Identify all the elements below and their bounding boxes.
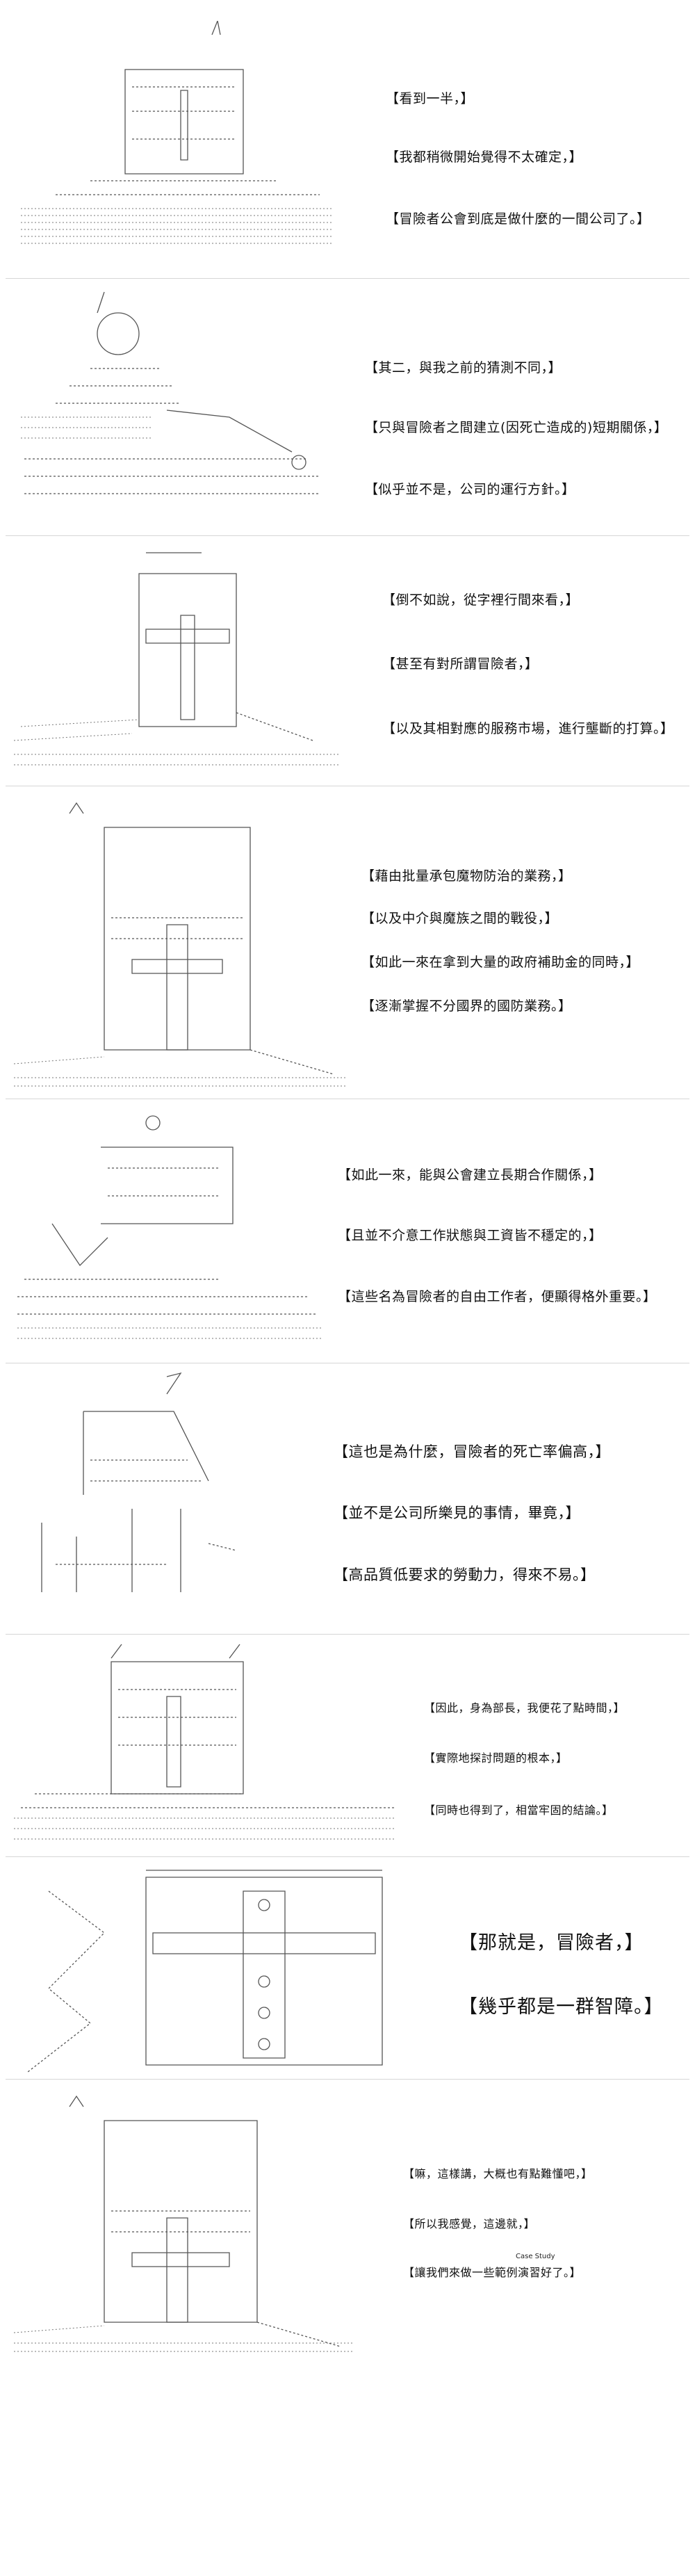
ascii-art-knight-helmet-final [7, 2093, 375, 2357]
dialogue-line: 【藉由批量承包魔物防治的業務，】 [361, 868, 572, 884]
panel-divider [6, 1856, 689, 1857]
dialogue-line: 【所以我感覺，這邊就，】 [403, 2217, 536, 2230]
dialogue-line: 【因此，身為部長，我便花了點時間，】 [424, 1701, 626, 1715]
dialogue-line: 【以及其相對應的服務市場，進行壟斷的打算。】 [382, 721, 674, 736]
panel-6: 【這也是為什麼，冒險者的死亡率偏高，】 【並不是公司所樂見的事情，畢竟，】 【高… [0, 1363, 695, 1634]
ascii-art-knight-bowing [14, 285, 341, 528]
dialogue-line: 【且並不介意工作狀態與工資皆不穩定的，】 [338, 1228, 603, 1243]
dialogue-line: 【幾乎都是一群智障。】 [459, 1996, 664, 2018]
panel-divider [6, 2079, 689, 2080]
panel-7: 【因此，身為部長，我便花了點時間，】 【實際地探討問題的根本，】 【同時也得到了… [0, 1634, 695, 1856]
panel-1: 【看到一半，】 【我都稍微開始覺得不太確定，】 【冒險者公會到底是做什麼的一間公… [0, 0, 695, 278]
ascii-art-knight-helmet-giant [21, 1863, 396, 2079]
ascii-art-knight-desk [7, 1641, 396, 1849]
panel-5: 【如此一來，能與公會建立長期合作關係，】 【且並不介意工作狀態與工資皆不穩定的，… [0, 1099, 695, 1363]
panel-8: 【那就是，冒險者，】 【幾乎都是一群智障。】 [0, 1856, 695, 2079]
dialogue-line: 【倒不如說，從字裡行間來看，】 [382, 592, 580, 608]
dialogue-line: 【同時也得到了，相當牢固的結論。】 [424, 1804, 614, 1817]
dialogue-line: 【這也是為什麼，冒險者的死亡率偏高，】 [334, 1443, 610, 1460]
ruby-annotation: Case Study [516, 2253, 555, 2260]
dialogue-line: 【如此一來，能與公會建立長期合作關係，】 [338, 1167, 603, 1183]
dialogue-line: 【讓我們來做一些範例演習好了。】 [403, 2266, 582, 2279]
dialogue-line: 【似乎並不是，公司的運行方針。】 [365, 482, 575, 497]
panel-3: 【倒不如說，從字裡行間來看，】 【甚至有對所謂冒險者，】 【以及其相對應的服務市… [0, 535, 695, 786]
dialogue-line: 【實際地探討問題的根本，】 [424, 1751, 568, 1765]
dialogue-line: 【以及中介與魔族之間的戰役，】 [361, 911, 559, 926]
ascii-art-knight-helmet [14, 21, 341, 250]
panel-2: 【其二，與我之前的猜測不同，】 【只與冒險者之間建立(因死亡造成的)短期關係，】… [0, 278, 695, 535]
ascii-art-knight-side [10, 1105, 337, 1356]
panel-divider [6, 278, 689, 279]
ascii-art-knight-front [7, 546, 341, 775]
panel-divider [6, 1634, 689, 1635]
dialogue-line: 【甚至有對所謂冒險者，】 [382, 656, 539, 672]
dialogue-line: 【冒險者公會到底是做什麼的一間公司了。】 [386, 211, 651, 227]
dialogue-line: 【那就是，冒險者，】 [459, 1932, 644, 1954]
dialogue-line: 【看到一半，】 [386, 91, 475, 106]
dialogue-line: 【如此一來在拿到大量的政府補助金的同時，】 [361, 955, 640, 970]
dialogue-line: 【逐漸掌握不分國界的國防業務。】 [361, 998, 572, 1014]
panel-9: 【嘛，這樣講，大概也有點難懂吧，】 【所以我感覺，這邊就，】 Case Stud… [0, 2079, 695, 2576]
ascii-art-knight-walking [14, 1370, 327, 1627]
dialogue-line: 【嘛，這樣講，大概也有點難懂吧，】 [403, 2167, 593, 2180]
dialogue-line: 【並不是公司所樂見的事情，畢竟，】 [334, 1505, 580, 1521]
ascii-art-knight-helmet-closeup [7, 800, 354, 1092]
dialogue-line: 【其二，與我之前的猜測不同，】 [365, 360, 562, 375]
dialogue-line: 【高品質低要求的勞動力，得來不易。】 [334, 1566, 596, 1583]
dialogue-line: 【這些名為冒險者的自由工作者，便顯得格外重要。】 [338, 1289, 657, 1304]
panel-divider [6, 535, 689, 536]
panel-4: 【藉由批量承包魔物防治的業務，】 【以及中介與魔族之間的戰役，】 【如此一來在拿… [0, 786, 695, 1099]
dialogue-line: 【我都稍微開始覺得不太確定，】 [386, 149, 583, 165]
dialogue-line: 【只與冒險者之間建立(因死亡造成的)短期關係，】 [365, 420, 668, 435]
